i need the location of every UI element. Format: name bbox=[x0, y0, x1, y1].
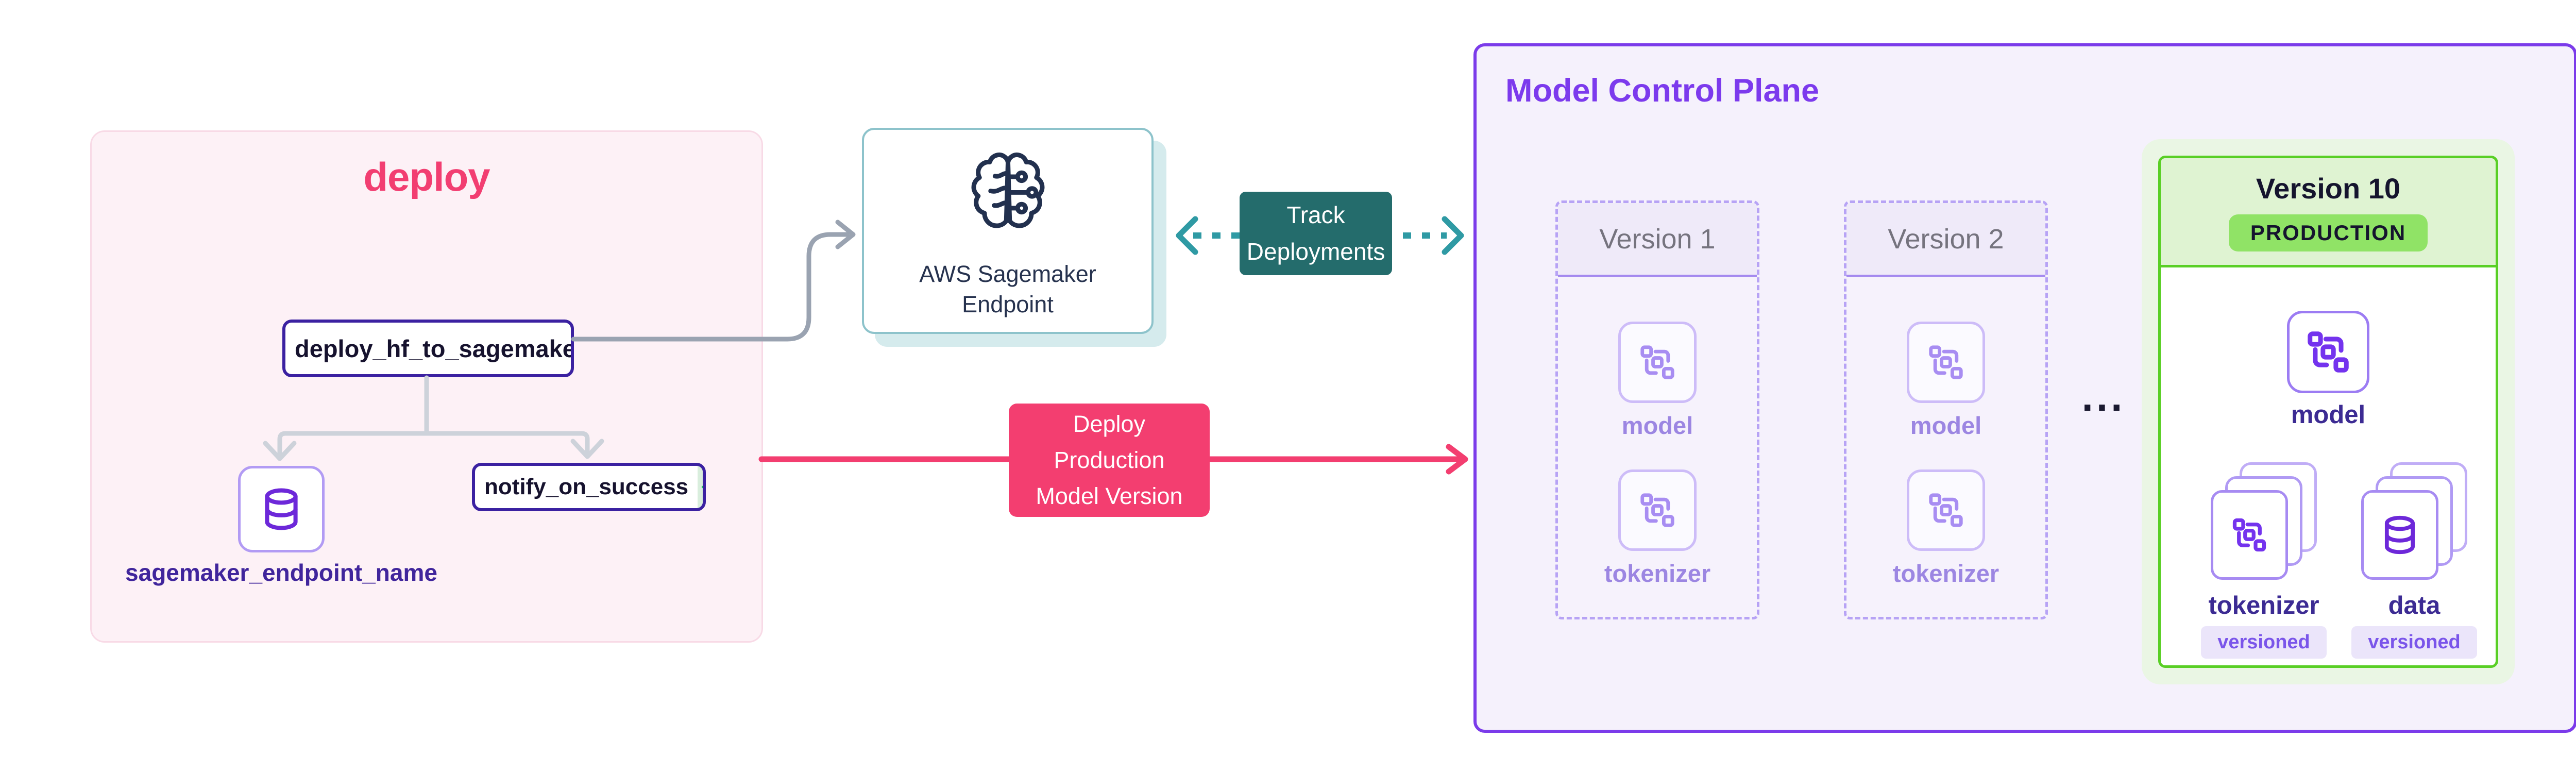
tokenizer-versions-stack bbox=[2211, 462, 2317, 580]
aws-card-label: AWS Sagemaker Endpoint bbox=[864, 259, 1151, 320]
tokenizer-icon bbox=[1640, 493, 1674, 527]
data-versions-stack bbox=[2361, 462, 2467, 580]
tokenizer-icon bbox=[2232, 518, 2266, 552]
model-icon-box bbox=[1907, 322, 1985, 403]
version-card-2: Version 2 model tokenizer bbox=[1844, 200, 2048, 619]
cached-step-indicator bbox=[698, 466, 703, 508]
production-version-title: Version 10 bbox=[2256, 172, 2401, 205]
model-label: model bbox=[1910, 412, 1982, 439]
artifact-label: sagemaker_endpoint_name bbox=[125, 559, 437, 586]
step-node-deploy-hf-to-sagemaker: deploy_hf_to_sagemaker bbox=[282, 320, 574, 377]
version-card-header: Version 1 bbox=[1558, 203, 1757, 277]
aws-sagemaker-endpoint-card: AWS Sagemaker Endpoint bbox=[862, 128, 1154, 334]
model-icon bbox=[2308, 331, 2349, 373]
deploy-badge-line3: Model Version bbox=[1036, 482, 1183, 509]
versioned-badge: versioned bbox=[2201, 626, 2327, 659]
step-label: deploy_hf_to_sagemaker bbox=[295, 334, 574, 362]
model-control-plane-title: Model Control Plane bbox=[1505, 73, 1820, 109]
aws-card-label-line2: Endpoint bbox=[962, 291, 1054, 318]
tokenizer-label: tokenizer bbox=[1892, 560, 1999, 587]
tokenizer-icon-box bbox=[1618, 469, 1697, 551]
production-version-container: Version 10 PRODUCTION model bbox=[2142, 139, 2515, 684]
aws-card-label-line1: AWS Sagemaker bbox=[919, 261, 1096, 287]
brain-circuit-icon bbox=[971, 153, 1044, 228]
data-label: data bbox=[2388, 592, 2441, 619]
version-card-1: Version 1 model tokenizer bbox=[1555, 200, 1759, 619]
deploy-badge-line1: Deploy bbox=[1073, 411, 1146, 438]
versioned-badge: versioned bbox=[2351, 626, 2477, 659]
track-deployments-badge: Track Deployments bbox=[1240, 192, 1392, 275]
track-badge-line1: Track bbox=[1286, 201, 1345, 228]
step-node-notify-on-success: notify_on_success bbox=[472, 463, 706, 511]
rewind-icon bbox=[702, 485, 703, 489]
arrowhead-right-icon bbox=[1442, 216, 1464, 255]
model-icon bbox=[1640, 345, 1674, 379]
production-stage-badge: PRODUCTION bbox=[2228, 214, 2428, 251]
track-badge-line2: Deployments bbox=[1246, 238, 1385, 265]
database-icon bbox=[265, 488, 298, 530]
tokenizer-label: tokenizer bbox=[2208, 592, 2319, 619]
step-label: notify_on_success bbox=[484, 474, 689, 499]
model-label: model bbox=[2291, 401, 2366, 429]
version-card-10: Version 10 PRODUCTION model bbox=[2158, 156, 2498, 668]
model-icon-box bbox=[1618, 322, 1697, 403]
deploy-pipeline-panel: deploy deploy_hf_to_sagemaker sagemaker_… bbox=[90, 130, 763, 643]
database-icon bbox=[2384, 515, 2415, 555]
arrowhead-left-icon bbox=[1176, 216, 1198, 255]
version-card-header: Version 2 bbox=[1846, 203, 2045, 277]
arrowhead-right-icon bbox=[835, 220, 856, 249]
production-version-header: Version 10 PRODUCTION bbox=[2161, 158, 2496, 267]
deploy-badge-line2: Production bbox=[1054, 447, 1165, 474]
more-versions-ellipsis: ... bbox=[2081, 374, 2126, 419]
model-control-plane-panel: Model Control Plane Version 1 model toke… bbox=[1473, 43, 2576, 733]
tokenizer-label: tokenizer bbox=[1604, 560, 1711, 587]
tokenizer-icon bbox=[1929, 493, 1963, 527]
model-icon bbox=[1929, 345, 1963, 379]
arrowhead-right-icon bbox=[1446, 444, 1468, 475]
deploy-production-model-version-badge: Deploy Production Model Version bbox=[1009, 404, 1210, 517]
deploy-panel-title: deploy bbox=[363, 154, 490, 199]
tokenizer-icon-box bbox=[1907, 469, 1985, 551]
model-icon-box bbox=[2287, 311, 2369, 393]
model-label: model bbox=[1621, 412, 1693, 439]
artifact-node-sagemaker-endpoint bbox=[238, 466, 325, 552]
